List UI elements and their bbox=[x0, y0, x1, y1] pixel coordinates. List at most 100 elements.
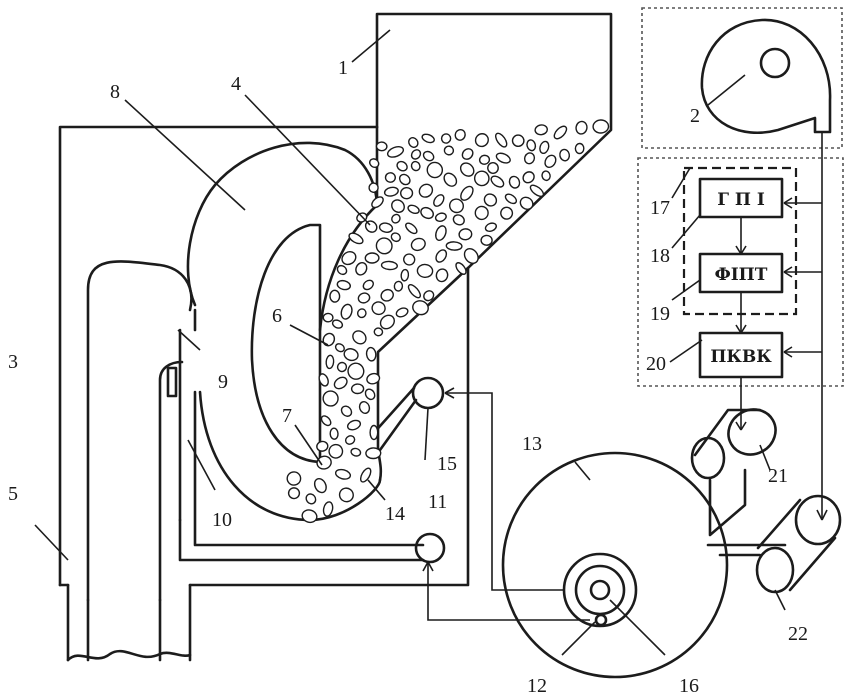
drum-shaft-icon bbox=[589, 579, 611, 601]
fuel-stone bbox=[449, 198, 464, 214]
fuel-stone bbox=[355, 261, 368, 276]
fuel-stone bbox=[379, 314, 395, 330]
inner-chamber bbox=[250, 223, 322, 464]
fuel-stone bbox=[490, 175, 505, 188]
callout-11: 11 bbox=[428, 491, 447, 513]
signal-lines bbox=[735, 132, 828, 521]
callout-20: 20 bbox=[646, 353, 666, 375]
air-pipes bbox=[422, 387, 590, 621]
callout-1: 1 bbox=[338, 57, 348, 79]
fuel-stone bbox=[346, 419, 362, 431]
drum-housing bbox=[501, 451, 729, 679]
fuel-stone bbox=[371, 196, 384, 209]
nozzle-15-icon bbox=[411, 376, 445, 410]
fuel-stone bbox=[443, 145, 455, 156]
fuel-stone bbox=[473, 170, 490, 187]
fuel-stone bbox=[322, 501, 334, 517]
fuel-stone bbox=[529, 184, 545, 198]
fuel-stone bbox=[318, 373, 329, 387]
combustion-chamber bbox=[186, 141, 382, 522]
drum-assembly bbox=[501, 451, 729, 679]
fuel-stone bbox=[383, 186, 399, 197]
fuel-stone bbox=[408, 137, 419, 148]
fuel-stone bbox=[445, 241, 463, 251]
fuel-stone bbox=[500, 206, 514, 220]
fuel-stone bbox=[416, 263, 434, 279]
fuel-stone bbox=[526, 139, 537, 152]
callout-15: 15 bbox=[437, 453, 457, 475]
callout-22: 22 bbox=[788, 623, 808, 645]
fuel-stone bbox=[395, 307, 409, 318]
fuel-stone bbox=[484, 222, 498, 232]
fuel-stone bbox=[461, 148, 474, 160]
fuel-stone bbox=[329, 289, 341, 303]
fuel-stone bbox=[301, 509, 318, 524]
fuel-stone bbox=[380, 288, 394, 302]
gpi-label: Г П І bbox=[717, 190, 765, 210]
fuel-stone bbox=[343, 348, 359, 362]
fuel-stone bbox=[368, 182, 379, 193]
fuel-stone bbox=[356, 308, 367, 319]
fuel-stone bbox=[474, 133, 489, 148]
fuel-stone bbox=[347, 362, 365, 380]
fuel-stone bbox=[350, 447, 362, 457]
fuel-particles bbox=[286, 119, 610, 524]
fuel-stone bbox=[316, 455, 332, 470]
fuel-stone bbox=[336, 279, 351, 291]
callout-9: 9 bbox=[218, 371, 228, 393]
fuel-stone bbox=[322, 312, 334, 323]
fuel-stone bbox=[322, 390, 339, 407]
fuel-stone bbox=[434, 212, 447, 222]
fuel-stone bbox=[369, 158, 380, 169]
fuel-stone bbox=[495, 132, 508, 148]
fuel-stone bbox=[338, 487, 354, 503]
callout-4: 4 bbox=[231, 73, 241, 95]
fuel-stone bbox=[575, 120, 588, 135]
callout-16: 16 bbox=[679, 675, 699, 697]
fuel-stone bbox=[544, 154, 557, 168]
fuel-stone bbox=[331, 319, 344, 329]
fan-hub-icon bbox=[759, 47, 791, 79]
fuel-stone bbox=[398, 173, 411, 186]
fuel-stone bbox=[433, 194, 445, 207]
fuel-stone bbox=[328, 443, 344, 459]
fuel-stone bbox=[480, 234, 493, 246]
fuel-stone bbox=[412, 300, 429, 316]
fuel-stone bbox=[418, 183, 434, 198]
fuel-stone bbox=[350, 383, 365, 395]
callout-18: 18 bbox=[650, 245, 670, 267]
fuel-stone bbox=[348, 232, 364, 245]
fuel-stone bbox=[541, 170, 551, 182]
fuel-stone bbox=[400, 186, 414, 200]
fuel-stone bbox=[329, 427, 339, 440]
fuel-stone bbox=[375, 237, 393, 255]
fuel-stone bbox=[334, 343, 345, 353]
callout-leaders bbox=[34, 29, 786, 656]
fuel-stone bbox=[340, 405, 353, 417]
callout-7: 7 bbox=[282, 405, 292, 427]
callout-5: 5 bbox=[8, 483, 18, 505]
nozzles bbox=[370, 376, 446, 564]
fuel-stone bbox=[378, 222, 394, 233]
fuel-stone bbox=[369, 424, 379, 441]
fuel-stone bbox=[287, 487, 301, 500]
fuel-stone bbox=[435, 249, 448, 263]
fuel-stone bbox=[459, 162, 475, 177]
fuel-stone bbox=[390, 232, 401, 243]
callout-19: 19 bbox=[650, 303, 670, 325]
fuel-stone bbox=[334, 468, 352, 480]
fuel-stone bbox=[559, 148, 571, 162]
fuel-stone bbox=[365, 447, 382, 460]
fuel-stone bbox=[357, 292, 371, 304]
fuel-stone bbox=[426, 161, 444, 179]
fuel-stone bbox=[420, 206, 435, 220]
fuel-stone bbox=[333, 376, 348, 390]
fuel-stone bbox=[405, 222, 418, 235]
fuel-stone bbox=[460, 185, 474, 201]
fuel-stone bbox=[364, 388, 376, 401]
fuel-stone bbox=[286, 471, 302, 486]
callout-6: 6 bbox=[272, 305, 282, 327]
fuel-stone bbox=[410, 149, 422, 160]
fuel-stone bbox=[336, 361, 348, 373]
